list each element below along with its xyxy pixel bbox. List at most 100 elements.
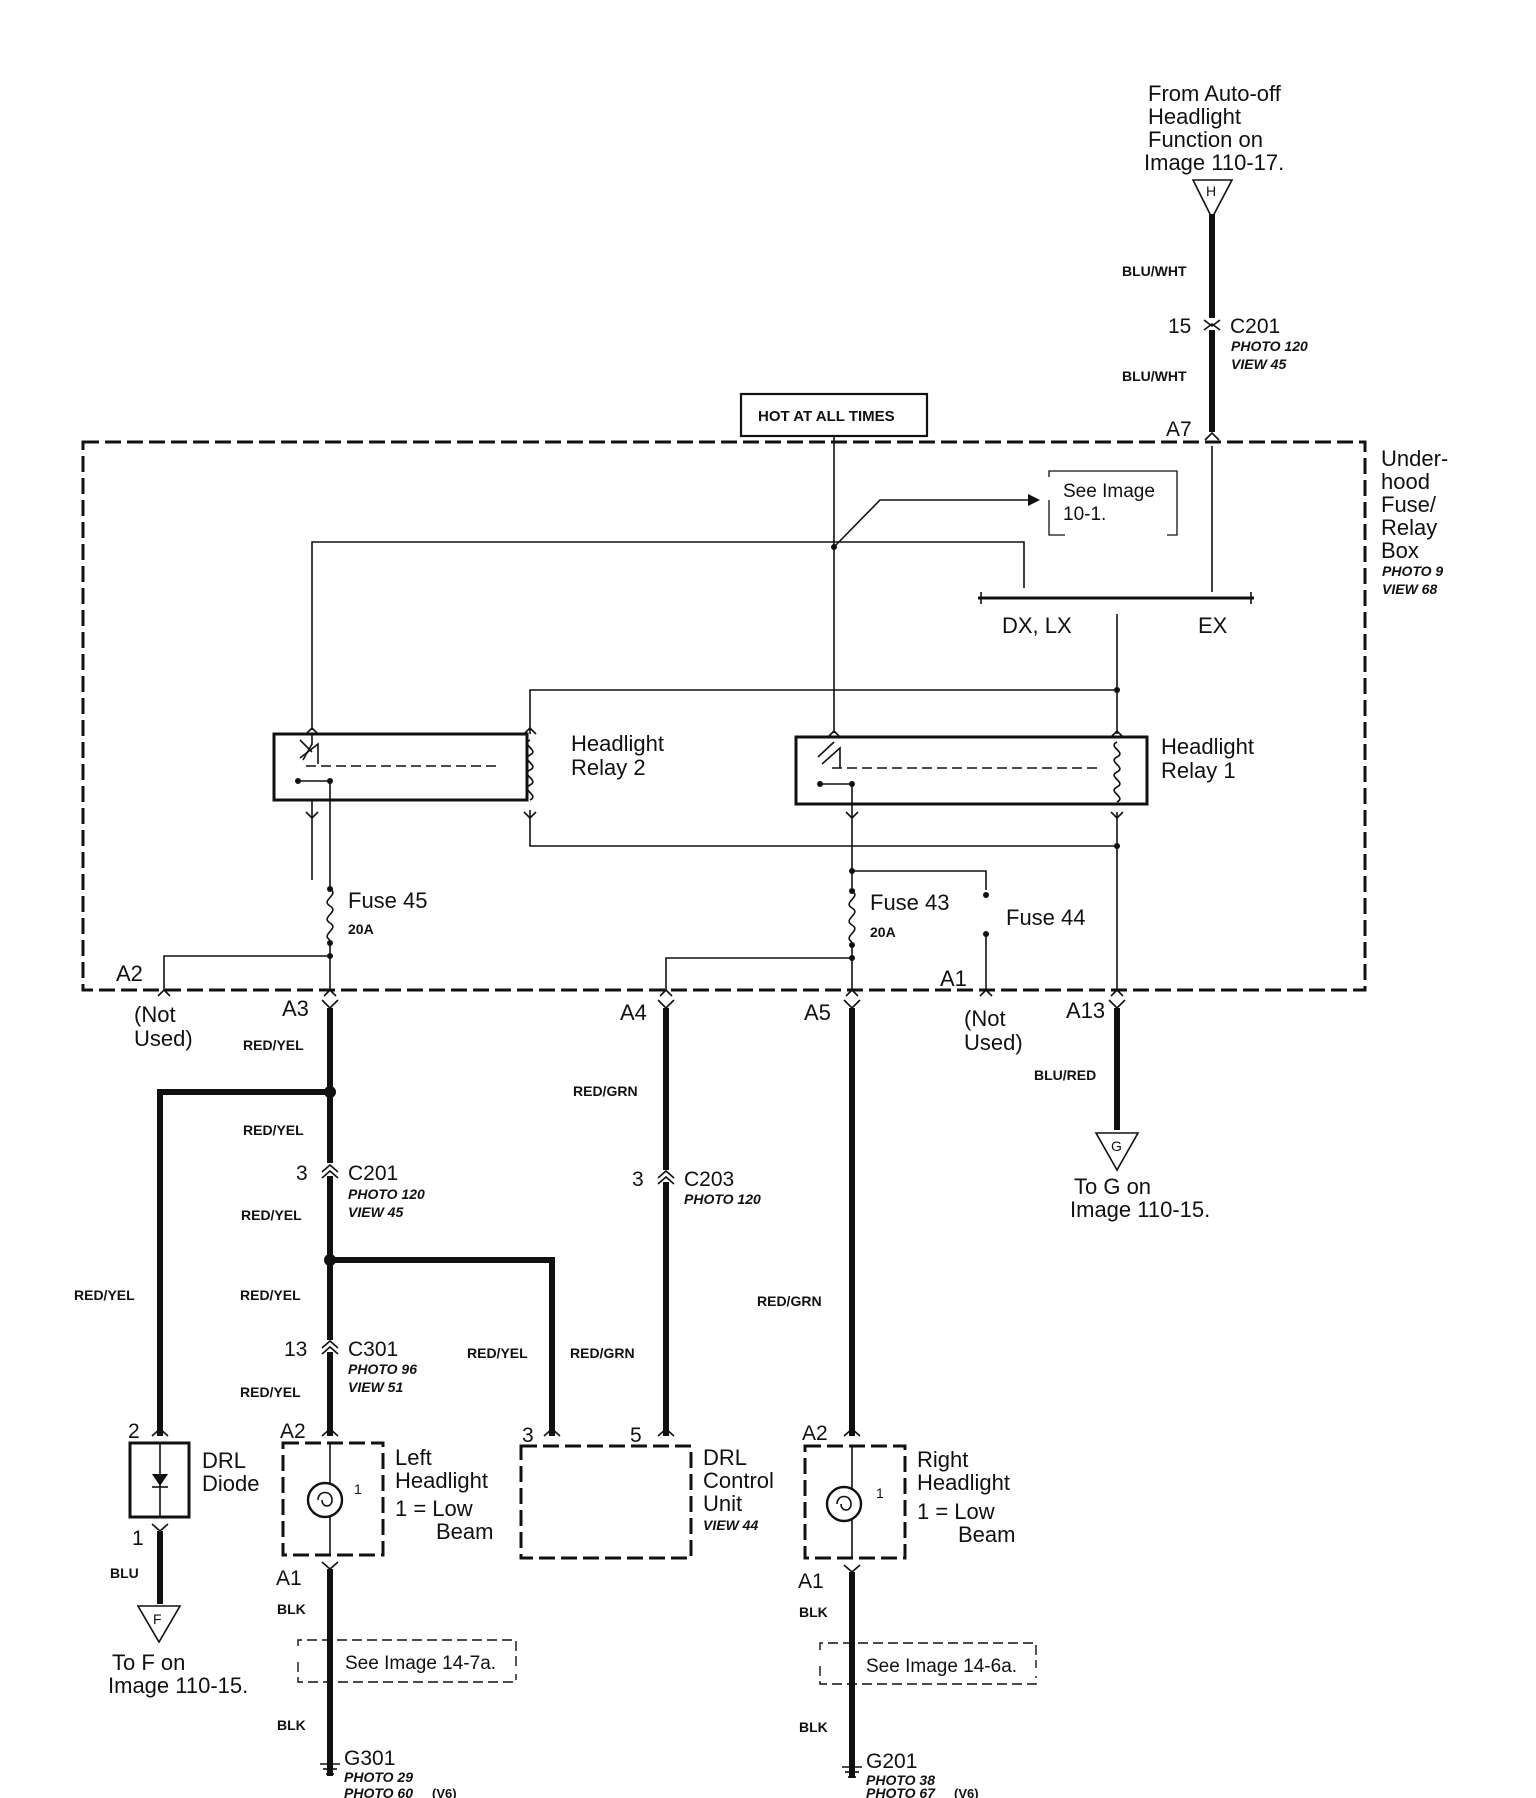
drl-diode bbox=[128, 1441, 191, 1519]
diagram-label: BLK bbox=[799, 1604, 828, 1620]
see-image-10-1: See Image 10-1. bbox=[1048, 470, 1178, 536]
diagram-label: Box bbox=[1381, 538, 1419, 563]
diagram-label: A2 bbox=[280, 1420, 306, 1443]
diagram-label: RED/YEL bbox=[243, 1037, 304, 1053]
diagram-label: 13 bbox=[284, 1338, 307, 1361]
diagram-label: 3 bbox=[632, 1168, 644, 1191]
diagram-label: PHOTO 29 bbox=[344, 1769, 413, 1785]
diagram-label: HOT AT ALL TIMES bbox=[758, 408, 895, 425]
diagram-label: 1 bbox=[876, 1485, 884, 1501]
diagram-label: Headlight bbox=[917, 1470, 1010, 1495]
diagram-label: (V6) bbox=[954, 1786, 979, 1798]
diagram-label: PHOTO 120 bbox=[1231, 338, 1308, 354]
diagram-label: RED/YEL bbox=[467, 1345, 528, 1361]
hot-at-all-times-label: HOT AT ALL TIMES bbox=[739, 392, 929, 438]
diagram-label: From Auto-off bbox=[1148, 81, 1282, 106]
ground-g301: G301 PHOTO 29 PHOTO 60 (V6) bbox=[320, 1747, 457, 1798]
diagram-label: RED/GRN bbox=[757, 1293, 822, 1309]
diagram-label: hood bbox=[1381, 469, 1430, 494]
diagram-label: See Image 14-7a. bbox=[345, 1653, 496, 1674]
see-image-14-6a: See Image 14-6a. bbox=[819, 1642, 1037, 1685]
fuse-43: Fuse 43 20A bbox=[848, 888, 950, 948]
diagram-label: (V6) bbox=[432, 1786, 457, 1798]
diagram-label: Headlight bbox=[395, 1468, 488, 1493]
diagram-label: Used) bbox=[134, 1026, 193, 1051]
diagram-label: VIEW 45 bbox=[1231, 356, 1286, 372]
diagram-label: RED/YEL bbox=[240, 1384, 301, 1400]
diagram-label: Fuse 45 bbox=[348, 888, 428, 913]
diagram-label: Relay 1 bbox=[1161, 758, 1236, 783]
diagram-label: Fuse 44 bbox=[1006, 905, 1086, 930]
diagram-label: A2 bbox=[802, 1422, 828, 1445]
diagram-label: BLU/WHT bbox=[1122, 263, 1187, 279]
diagram-label: C203 bbox=[684, 1168, 734, 1191]
diagram-label: Unit bbox=[703, 1491, 742, 1516]
source-label: From Auto-off Headlight Function on Imag… bbox=[1144, 81, 1284, 175]
diagram-label: A1 bbox=[276, 1567, 302, 1590]
left-headlight: 1 bbox=[281, 1441, 385, 1557]
diagram-label: RED/YEL bbox=[240, 1287, 301, 1303]
fuse-44: Fuse 44 bbox=[983, 892, 1086, 937]
diagram-label: PHOTO 9 bbox=[1382, 563, 1443, 579]
headlight-relay-1 bbox=[794, 729, 1149, 806]
diagram-label: (Not bbox=[134, 1002, 176, 1027]
diagram-label: VIEW 68 bbox=[1382, 581, 1437, 597]
diagram-label: BLK bbox=[277, 1601, 306, 1617]
diagram-label: 1 = Low bbox=[917, 1499, 995, 1524]
diagram-label: BLU/WHT bbox=[1122, 368, 1187, 384]
diagram-label: G201 bbox=[866, 1750, 917, 1773]
diagram-label: A13 bbox=[1066, 998, 1105, 1023]
diagram-label: 5 bbox=[630, 1424, 642, 1447]
diagram-label: Under- bbox=[1381, 446, 1448, 471]
diagram-label: H bbox=[1206, 183, 1216, 199]
diagram-label: Fuse 43 bbox=[870, 890, 950, 915]
terminal-h-triangle: H bbox=[1191, 179, 1234, 220]
diagram-label: RED/YEL bbox=[241, 1207, 302, 1223]
diagram-label: 3 bbox=[522, 1424, 534, 1447]
diagram-label: PHOTO 120 bbox=[348, 1186, 425, 1202]
diagram-label: Right bbox=[917, 1447, 968, 1472]
diagram-label: 3 bbox=[296, 1162, 308, 1185]
diagram-label: A2 bbox=[116, 961, 143, 986]
diagram-label: Control bbox=[703, 1468, 774, 1493]
diagram-label: To G on bbox=[1074, 1174, 1151, 1199]
diagram-label: DRL bbox=[703, 1445, 747, 1470]
see-image-14-7a: See Image 14-7a. bbox=[297, 1639, 517, 1683]
diagram-label: DRL bbox=[202, 1448, 246, 1473]
diagram-label: EX bbox=[1198, 613, 1228, 638]
diagram-label: Function on bbox=[1148, 127, 1263, 152]
diagram-label: Relay 2 bbox=[571, 755, 646, 780]
diagram-label: VIEW 51 bbox=[348, 1379, 403, 1395]
diagram-label: 2 bbox=[128, 1420, 140, 1443]
diagram-label: A5 bbox=[804, 1000, 831, 1025]
diagram-label: VIEW 44 bbox=[703, 1517, 758, 1533]
diagram-label: Left bbox=[395, 1445, 432, 1470]
diagram-label: C201 bbox=[1230, 315, 1280, 338]
diagram-label: See Image 14-6a. bbox=[866, 1656, 1017, 1677]
diagram-label: A1 bbox=[798, 1570, 824, 1593]
underhood-fuse-relay-box bbox=[81, 440, 1367, 992]
diagram-label: RED/GRN bbox=[570, 1345, 635, 1361]
diagram-label: G301 bbox=[344, 1747, 395, 1770]
diagram-label: A4 bbox=[620, 1000, 647, 1025]
diagram-label: See Image bbox=[1063, 481, 1155, 502]
fuse-box-label: Under- hood Fuse/ Relay Box PHOTO 9 VIEW… bbox=[1381, 446, 1448, 597]
diagram-label: Image 110-17. bbox=[1144, 150, 1284, 175]
diagram-label: A1 bbox=[940, 966, 967, 991]
diagram-label: Beam bbox=[958, 1522, 1015, 1547]
diagram-label: 1 bbox=[354, 1481, 362, 1497]
fuse-45: Fuse 45 20A bbox=[326, 886, 428, 946]
headlight-relay-2 bbox=[272, 726, 537, 802]
diagram-label: BLU bbox=[110, 1565, 139, 1581]
diagram-label: C301 bbox=[348, 1338, 398, 1361]
diagram-label: VIEW 45 bbox=[348, 1204, 403, 1220]
diagram-label: Image 110-15. bbox=[1070, 1197, 1210, 1222]
terminal-f-triangle: F bbox=[136, 1605, 182, 1644]
diagram-label: Fuse/ bbox=[1381, 492, 1437, 517]
diagram-label: 1 = Low bbox=[395, 1496, 473, 1521]
diagram-label: 15 bbox=[1168, 315, 1191, 338]
diagram-label: BLK bbox=[277, 1717, 306, 1733]
diagram-label: RED/GRN bbox=[573, 1083, 638, 1099]
diagram-label: A3 bbox=[282, 996, 309, 1021]
